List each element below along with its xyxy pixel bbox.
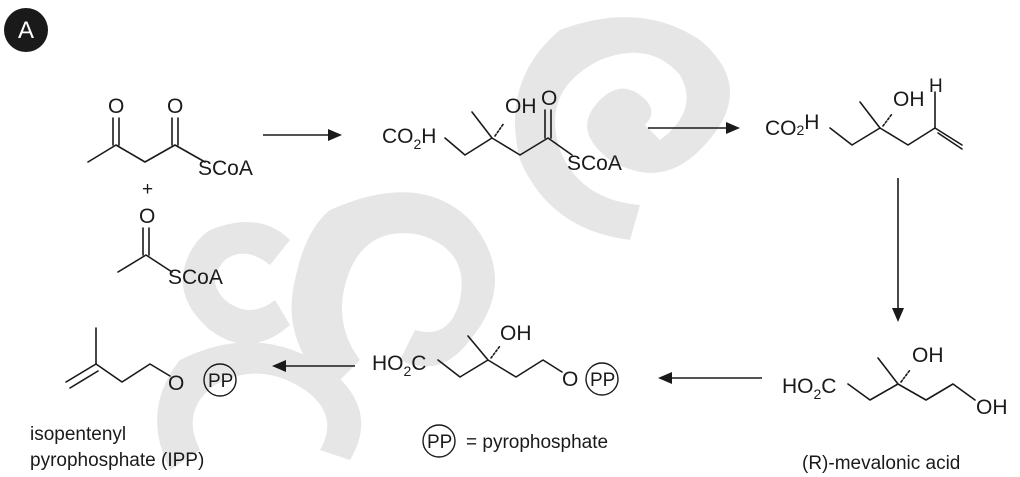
atom-o: O: [562, 368, 578, 391]
watermark: [157, 17, 730, 470]
oh-label: OH: [500, 322, 532, 345]
isopentenyl-pyrophosphate: O PP: [65, 327, 237, 397]
acetoacetyl-coa: O O SCoA: [87, 95, 253, 180]
panel-label-text: A: [18, 17, 34, 44]
reaction-arrow: [272, 360, 355, 372]
mevalonate-pyrophosphate: HO2C OH O PP: [372, 322, 619, 396]
reaction-arrow: [892, 178, 904, 322]
plus-sign: +: [142, 179, 153, 200]
mevalonic-acid: HO2C OH OH: [782, 344, 1008, 419]
ho2c-label: HO2C: [782, 375, 836, 402]
scoa-label: SCoA: [567, 152, 622, 175]
atom-o: O: [139, 205, 155, 228]
reaction-arrow: [648, 122, 740, 134]
pp-label: PP: [590, 370, 615, 391]
reaction-arrow: [658, 372, 762, 384]
legend-text: = pyrophosphate: [466, 432, 608, 453]
pp-legend: PP = pyrophosphate: [422, 424, 608, 458]
atom-o: O: [541, 87, 557, 110]
mevalonic-caption: (R)-mevalonic acid: [802, 453, 960, 474]
oh-label: OH: [976, 396, 1008, 419]
acetyl-coa: O SCoA: [117, 205, 223, 289]
co2h-label: COH2H: [765, 111, 819, 140]
ho2c-label: HO2C: [372, 352, 426, 379]
oh-label: OH: [912, 344, 944, 367]
co2h-label: CO2H: [382, 125, 436, 152]
pp-label: PP: [427, 432, 452, 453]
oh-label: OH: [505, 95, 537, 118]
atom-o: O: [108, 95, 124, 118]
atom-o: O: [168, 372, 184, 395]
scoa-label: SCoA: [168, 266, 223, 289]
scoa-label: SCoA: [198, 157, 253, 180]
ipp-caption-line1: isopentenyl: [30, 424, 126, 445]
h-label: H: [929, 76, 943, 97]
pp-label: PP: [208, 371, 233, 392]
atom-o: O: [167, 95, 183, 118]
ipp-caption-line2: pyrophosphate (IPP): [30, 450, 204, 471]
oh-label: OH: [893, 88, 925, 111]
hmg-coa: CO2H OH O SCoA: [382, 87, 622, 175]
reaction-arrow: [263, 129, 342, 141]
intermediate-alkene: COH2H OH H: [765, 76, 963, 150]
panel-label: A: [4, 8, 48, 52]
